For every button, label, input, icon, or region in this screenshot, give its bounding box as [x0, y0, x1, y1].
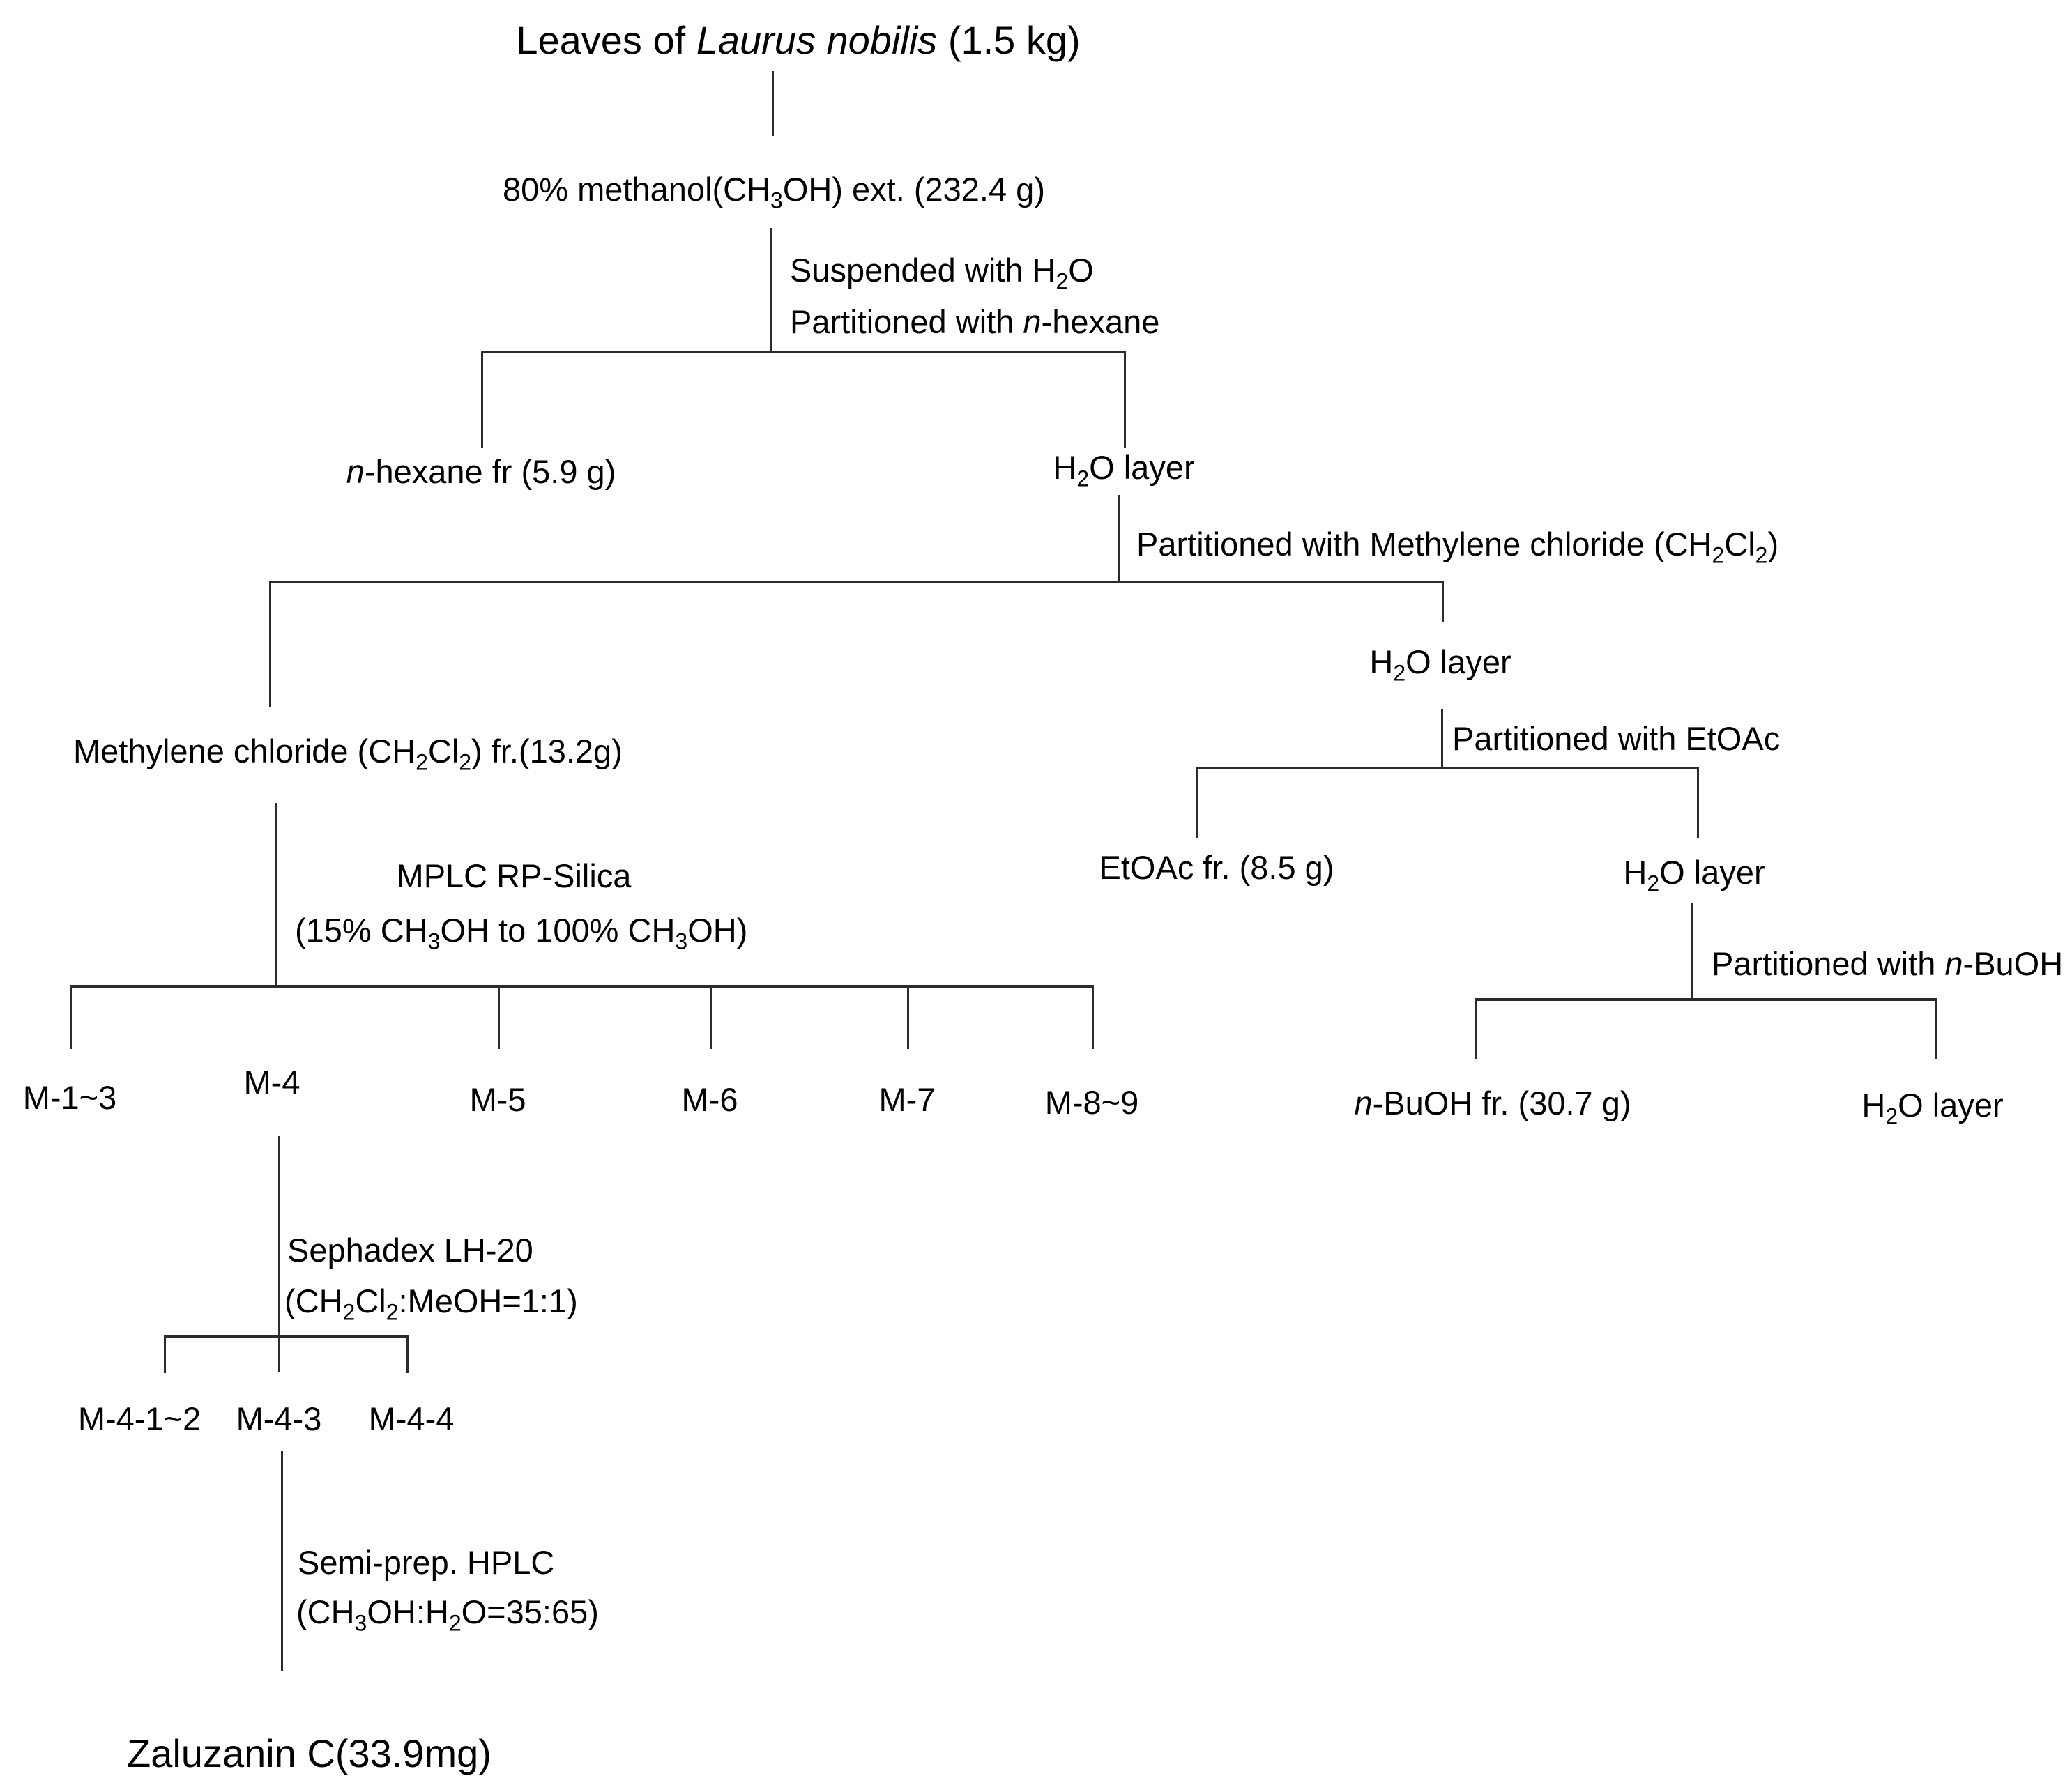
- split4-drop-water: [1935, 998, 1937, 1059]
- fraction-m4-label: M-4: [243, 1064, 300, 1101]
- step-sephadex-line1: Sephadex LH-20: [287, 1232, 533, 1269]
- isolated-compound-label: Zaluzanin C(33.9mg): [127, 1731, 492, 1776]
- connector-water3-to-split4: [1691, 903, 1693, 998]
- connector-root-to-extract: [772, 71, 774, 136]
- split3-bar: [1196, 767, 1697, 769]
- water-layer-4-label: H2O layer: [1861, 1087, 2004, 1129]
- mplc-drop-m1-3: [70, 985, 72, 1049]
- sephadex-drop-m4-1-2: [164, 1335, 166, 1373]
- hexane-fraction-label: n-hexane fr (5.9 g): [346, 453, 616, 491]
- buoh-fraction-label: n-BuOH fr. (30.7 g): [1354, 1085, 1631, 1122]
- step-mplc-line1: MPLC RP-Silica: [396, 857, 632, 895]
- mplc-split-bar: [70, 985, 1092, 988]
- split2-drop-methylene-chloride: [269, 581, 271, 707]
- connector-mc-fraction-to-mplc-split: [275, 803, 277, 985]
- fraction-m6-label: M-6: [681, 1081, 738, 1119]
- step-hplc-line2: (CH3OH:H2O=35:65): [296, 1593, 599, 1636]
- step-hplc-line1: Semi-prep. HPLC: [298, 1544, 555, 1582]
- split4-drop-buoh: [1475, 998, 1477, 1059]
- split3-drop-etoac: [1196, 767, 1198, 838]
- step-partition-methylene-chloride: Partitioned with Methylene chloride (CH2…: [1136, 526, 1779, 568]
- connector-water2-to-split3: [1441, 709, 1443, 767]
- fraction-m4-4-label: M-4-4: [368, 1400, 455, 1438]
- fraction-m1-3-label: M-1~3: [22, 1079, 117, 1117]
- mplc-drop-m6: [710, 985, 712, 1049]
- water-layer-2-label: H2O layer: [1369, 643, 1511, 686]
- methanol-extract-label: 80% methanol(CH3OH) ext. (232.4 g): [503, 171, 1045, 213]
- step-partition-buoh: Partitioned with n-BuOH: [1712, 945, 2064, 983]
- split4-bar: [1475, 998, 1935, 1001]
- connector-water1-to-split2: [1118, 495, 1120, 581]
- step-mplc-line2: (15% CH3OH to 100% CH3OH): [295, 912, 748, 954]
- etoac-fraction-label: EtOAc fr. (8.5 g): [1099, 849, 1334, 887]
- fraction-m8-9-label: M-8~9: [1044, 1084, 1139, 1121]
- step-partition-etoac: Partitioned with EtOAc: [1452, 720, 1781, 758]
- step-partition-hexane: Partitioned with n-hexane: [790, 303, 1160, 341]
- fraction-m4-1-2-label: M-4-1~2: [77, 1400, 201, 1438]
- fraction-m4-3-label: M-4-3: [236, 1400, 322, 1438]
- water-layer-1-label: H2O layer: [1053, 449, 1195, 491]
- step-sephadex-line2: (CH2Cl2:MeOH=1:1): [284, 1282, 578, 1325]
- split1-drop-water: [1124, 351, 1126, 448]
- mplc-drop-m5: [498, 985, 500, 1049]
- sephadex-drop-m4-4: [406, 1335, 409, 1373]
- water-layer-3-label: H2O layer: [1623, 854, 1765, 896]
- mplc-drop-m8-9: [1092, 985, 1094, 1049]
- methylene-chloride-fraction-label: Methylene chloride (CH2Cl2) fr.(13.2g): [73, 733, 623, 775]
- split1-bar: [481, 351, 1124, 353]
- connector-m4-3-to-hplc: [281, 1451, 283, 1671]
- split3-drop-water: [1697, 767, 1699, 838]
- connector-extract-to-split1: [770, 228, 772, 351]
- mplc-drop-m7: [907, 985, 909, 1049]
- sephadex-split-bar: [164, 1335, 406, 1338]
- split2-drop-water: [1442, 581, 1444, 622]
- step-suspended-water: Suspended with H2O: [790, 252, 1094, 294]
- root-node-label: Leaves of Laurus nobilis (1.5 kg): [516, 18, 1081, 63]
- fraction-m5-label: M-5: [469, 1081, 526, 1119]
- split2-bar: [269, 581, 1442, 583]
- connector-m4-to-sephadex-split: [278, 1136, 280, 1372]
- split1-drop-hexane: [481, 351, 483, 448]
- fraction-m7-label: M-7: [878, 1081, 936, 1119]
